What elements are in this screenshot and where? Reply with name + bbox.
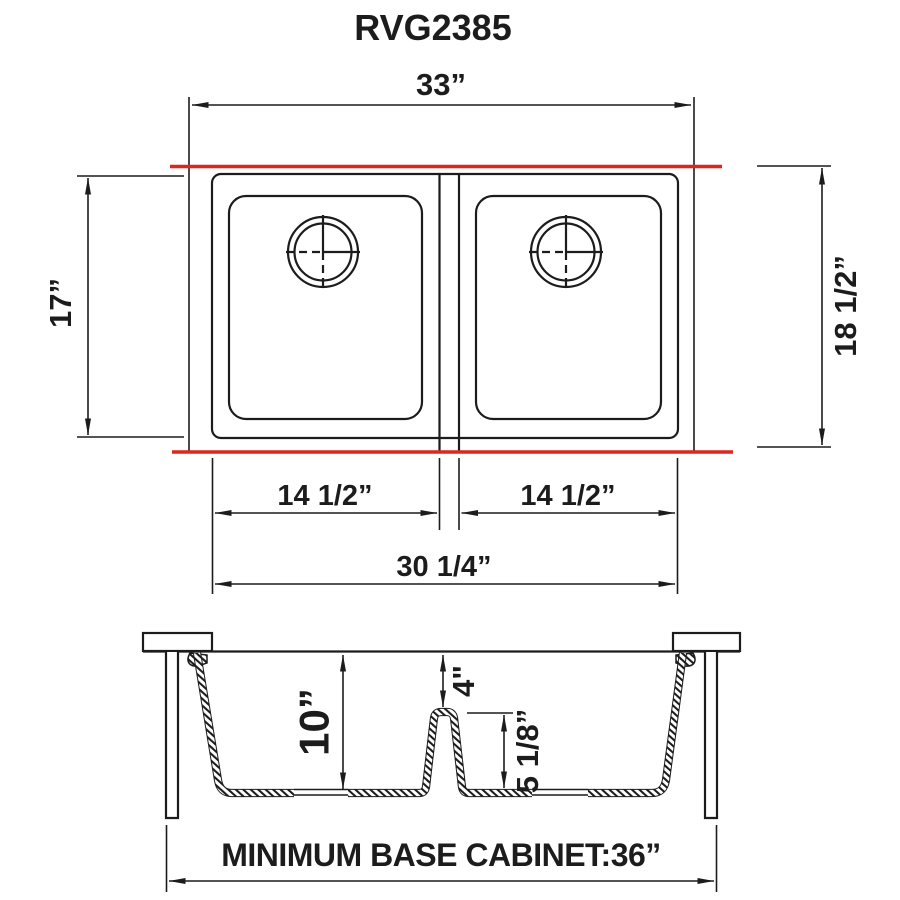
left-drain — [286, 215, 360, 289]
right-depth-label: 18 1/2” — [828, 255, 863, 357]
right-bowl-width-label: 14 1/2” — [520, 480, 615, 512]
sink-rim-outline — [210, 172, 680, 440]
left-depth-label: 17” — [43, 278, 78, 328]
right-bowl-outline — [474, 194, 663, 421]
left-floor-groove — [294, 786, 348, 798]
dimension-base-cabinet: MINIMUM BASE CABINET:36” — [165, 825, 718, 892]
dimension-inner-width: 30 1/4” — [214, 551, 676, 588]
sink-top-view: 33” — [43, 67, 863, 594]
divider-height-label: 5 1/8” — [510, 709, 545, 793]
dimension-overall-width: 33” — [191, 67, 692, 109]
base-cabinet-label: MINIMUM BASE CABINET:36” — [221, 837, 661, 873]
divider-clearance-label: 4" — [446, 665, 481, 697]
cabinet-side-right — [703, 652, 719, 820]
right-drain — [529, 215, 603, 289]
cabinet-side-left — [164, 652, 180, 820]
overall-width-label: 33” — [416, 67, 466, 102]
right-floor-groove — [532, 786, 588, 798]
groove-mask — [294, 786, 348, 798]
left-bowl-outline — [227, 194, 424, 421]
countertop-left — [141, 631, 214, 653]
dimension-right-depth: 18 1/2” — [757, 165, 863, 448]
sink-wall-hatch — [193, 652, 687, 797]
inner-width-label: 30 1/4” — [396, 551, 491, 583]
dimension-bowl-depth: 10” — [291, 654, 347, 790]
sink-section-view: 10” 4" 5 1/8” MINIMUM BASE CABINET:36” — [141, 631, 742, 892]
countertop-right — [671, 631, 742, 653]
dimension-left-depth: 17” — [43, 175, 184, 438]
left-bowl-width-label: 14 1/2” — [277, 480, 372, 512]
dimension-divider-height: 5 1/8” — [467, 709, 545, 793]
dimension-bowl-widths: 14 1/2” 14 1/2” — [211, 458, 679, 594]
bowl-depth-label: 10” — [291, 688, 338, 756]
sink-wall-edge — [192, 652, 688, 798]
model-number-title: RVG2385 — [354, 7, 511, 48]
dimension-divider-clearance: 4" — [439, 654, 481, 708]
